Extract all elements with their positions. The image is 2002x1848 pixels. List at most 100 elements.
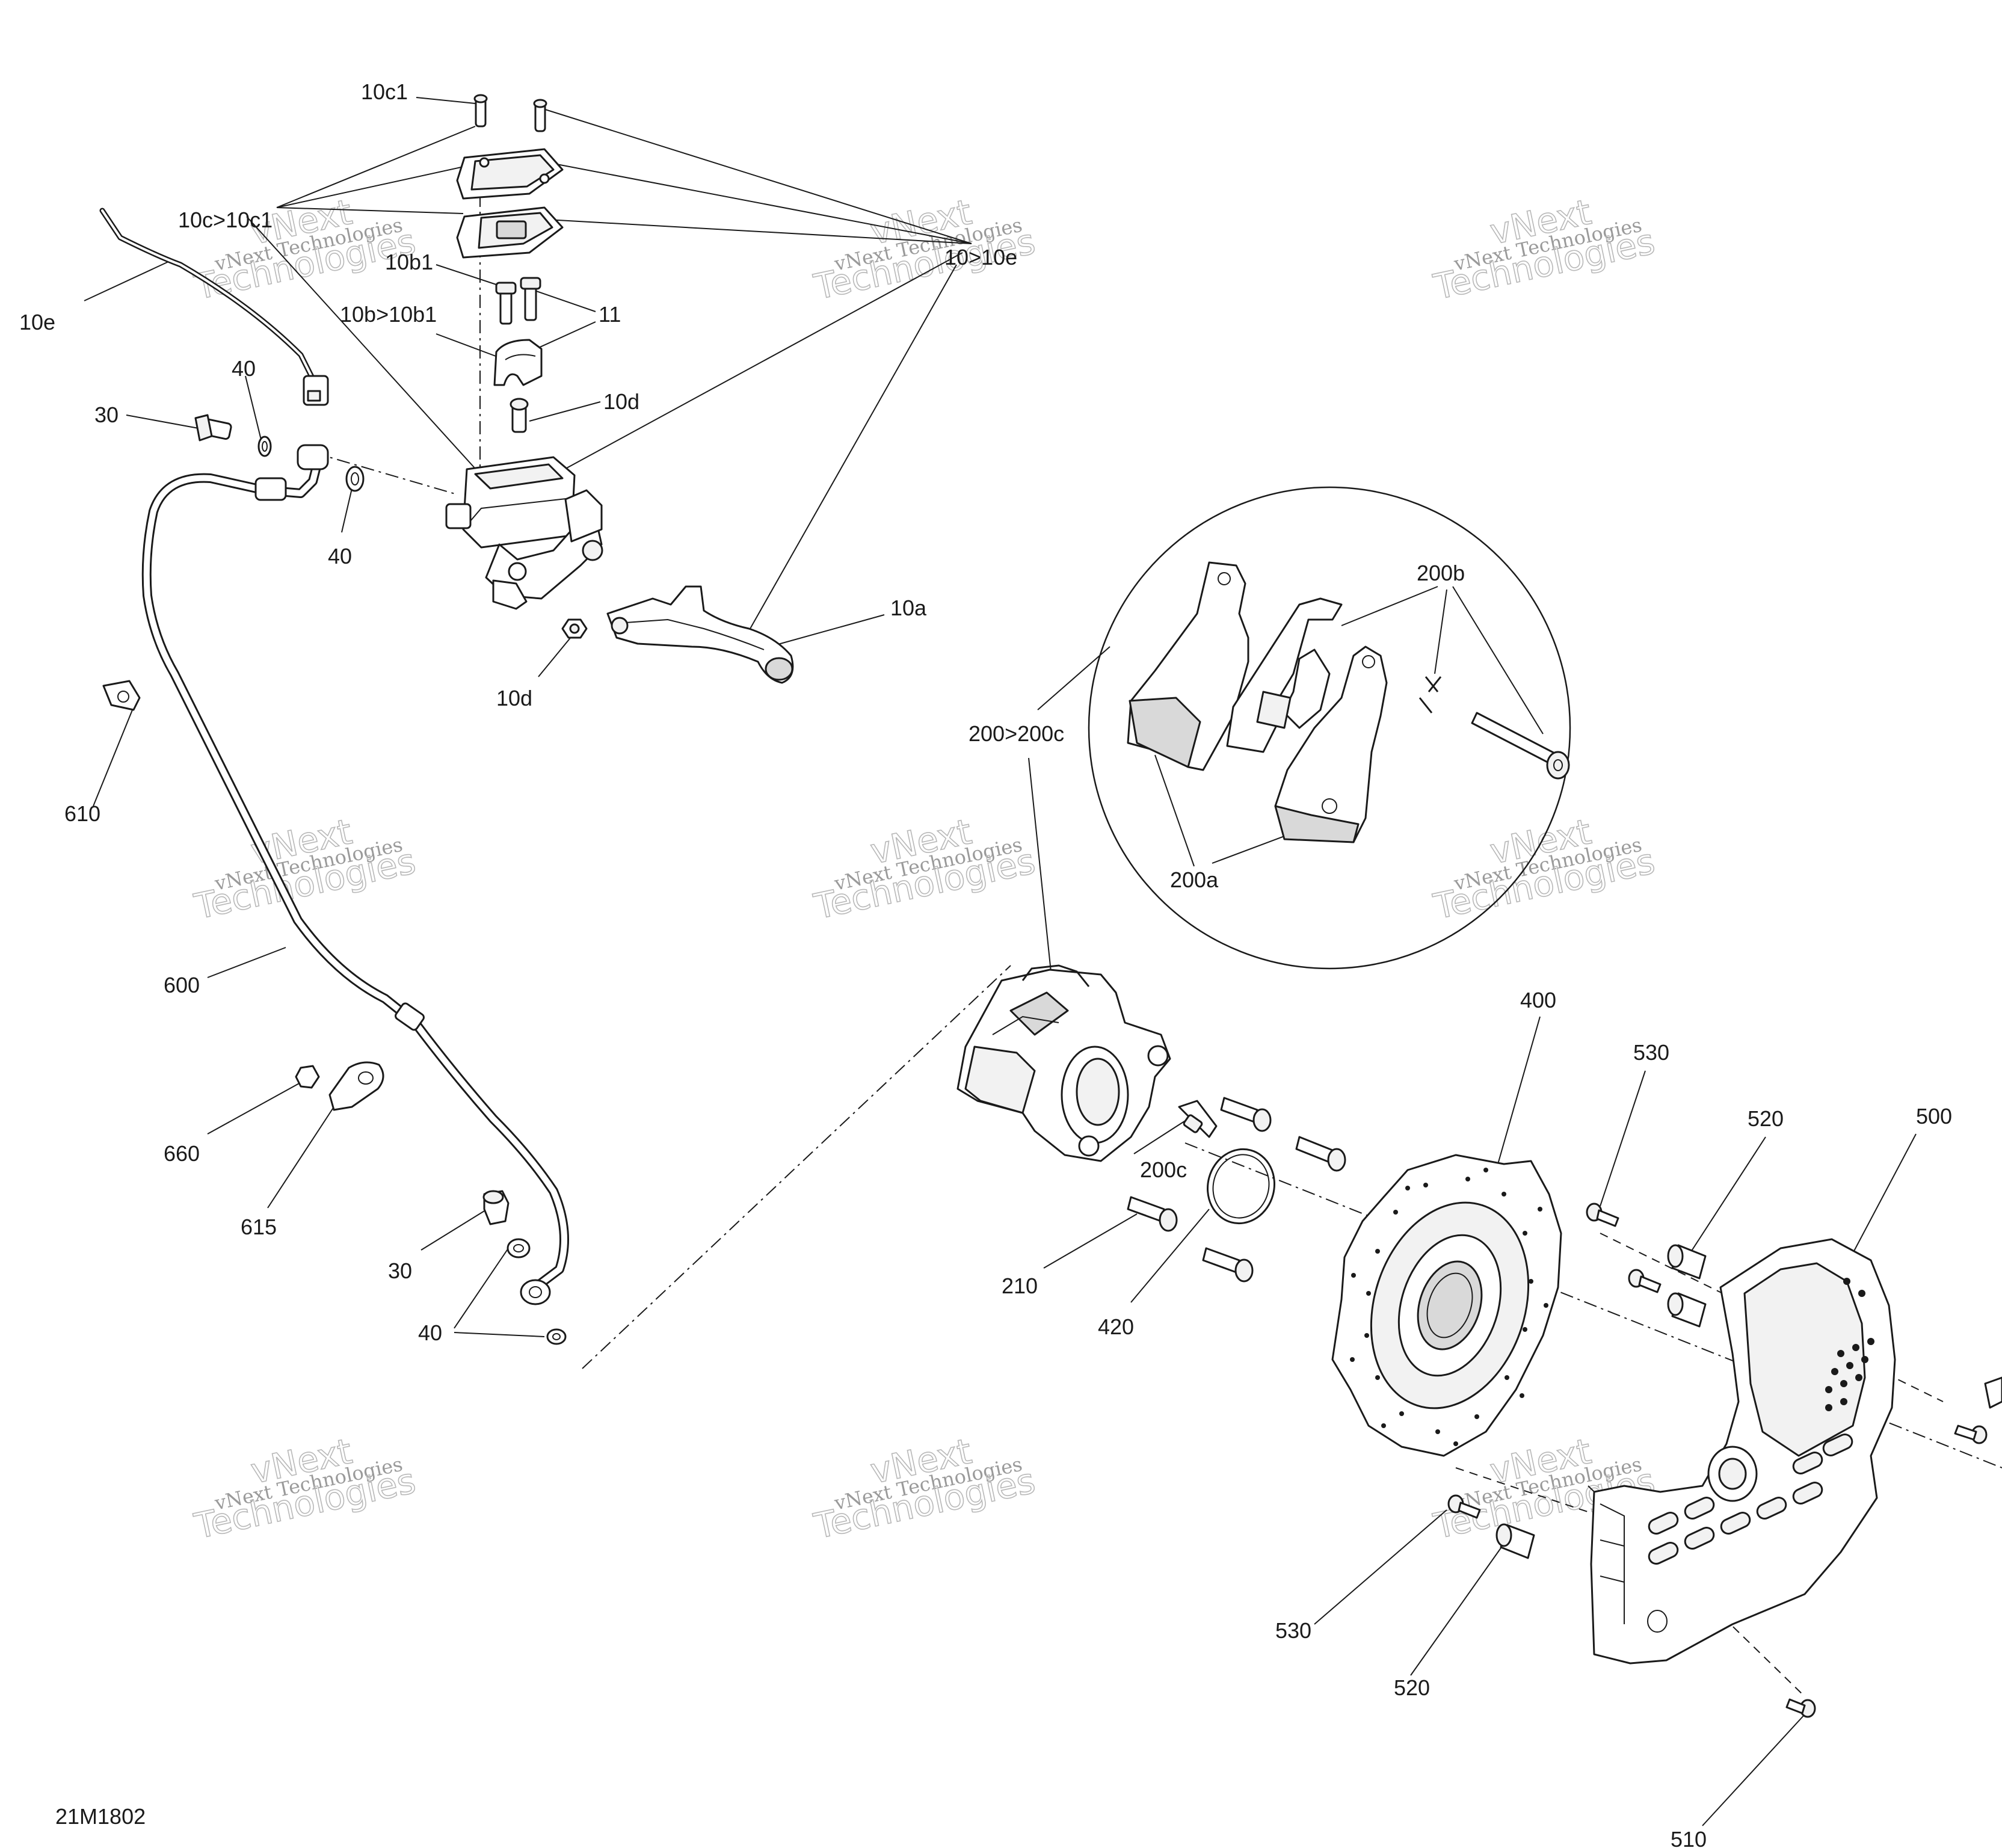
callout-10c1: 10c1 bbox=[361, 79, 408, 104]
pin-clip-200b bbox=[1418, 676, 1442, 713]
callout-10d-top: 10d bbox=[603, 389, 639, 414]
callout-200a: 200a bbox=[1170, 867, 1219, 892]
screw-10c1-a bbox=[473, 94, 488, 128]
leader-420 bbox=[1130, 1209, 1210, 1303]
axis-disc-shield bbox=[1184, 1142, 2002, 1468]
pivot-bolt-10d-top bbox=[510, 398, 529, 433]
callout-10b-10b1: 10b>10b1 bbox=[340, 302, 437, 327]
callout-200b: 200b bbox=[1417, 561, 1465, 585]
leader-200c bbox=[1133, 1118, 1189, 1154]
banjo-bolt-30-bottom bbox=[482, 1190, 510, 1225]
bolt-10b1 bbox=[495, 282, 517, 325]
leader-10a bbox=[775, 614, 885, 645]
leader-210 bbox=[1043, 1213, 1138, 1269]
caliper-bolt-210-a bbox=[1220, 1097, 1272, 1132]
watermark: vNext Technologies vNext Technologies bbox=[810, 191, 1039, 308]
leader-615 bbox=[267, 1106, 334, 1209]
leader-510 bbox=[1702, 1714, 1805, 1826]
callout-10e: 10e bbox=[19, 310, 55, 334]
callout-210: 210 bbox=[1002, 1274, 1038, 1298]
leader-40-top bbox=[245, 375, 262, 443]
screw-10c1-b bbox=[533, 99, 547, 132]
brake-disc-400 bbox=[1331, 1154, 1562, 1457]
callout-10c-10c1: 10c>10c1 bbox=[178, 208, 273, 232]
callout-610: 610 bbox=[64, 801, 100, 826]
disc-holes bbox=[1350, 1168, 1548, 1446]
watermark: vNext Technologies vNext Technologies bbox=[810, 810, 1039, 928]
axis-banjo-top bbox=[312, 452, 458, 495]
leader-660 bbox=[207, 1079, 306, 1135]
reservoir-diaphragm bbox=[456, 206, 564, 259]
washer-40-top bbox=[257, 436, 272, 457]
leader-10c-c bbox=[276, 207, 464, 214]
leader-400 bbox=[1497, 1016, 1541, 1165]
callout-30-bottom: 30 bbox=[388, 1258, 412, 1283]
leader-40-mid bbox=[341, 488, 353, 533]
leader-11-a bbox=[529, 288, 596, 312]
disc-shield-500 bbox=[1590, 1238, 1896, 1665]
leader-200a-a bbox=[1154, 754, 1195, 867]
brake-pad-200a-left-friction bbox=[1129, 697, 1201, 768]
callout-labels: 10c1 10c>10c1 10e 10b1 10b>10b1 11 10>10… bbox=[19, 79, 1952, 1848]
washer-40-bottom-b bbox=[546, 1328, 567, 1345]
hose-clamp-615 bbox=[328, 1061, 384, 1111]
leader-10-e3 bbox=[547, 219, 972, 244]
leader-40-bottom-a bbox=[454, 1248, 509, 1329]
leader-610 bbox=[93, 702, 136, 807]
leader-200-caliper bbox=[1028, 757, 1052, 978]
watermark: vNext Technologies vNext Technologies bbox=[190, 810, 419, 928]
callout-11: 11 bbox=[599, 302, 621, 327]
watermark: vNext Technologies vNext Technologies bbox=[190, 1430, 419, 1547]
leader-200b-a bbox=[1341, 586, 1438, 626]
leader-520-bottom bbox=[1410, 1530, 1514, 1676]
leader-40-bottom-b bbox=[454, 1332, 545, 1337]
bolt-510-bottom bbox=[1785, 1698, 1816, 1718]
leader-10c1 bbox=[416, 97, 476, 104]
caliper-bolt-210-b bbox=[1295, 1136, 1346, 1172]
callout-530-top: 530 bbox=[1633, 1040, 1669, 1065]
shield-slots bbox=[1648, 1434, 1853, 1565]
leader-10-e5 bbox=[739, 264, 957, 647]
pad-pin-200b bbox=[1471, 712, 1570, 780]
leader-10-e1 bbox=[541, 108, 972, 244]
hose-clip-610 bbox=[102, 680, 141, 711]
bolt-11 bbox=[520, 277, 541, 321]
callout-40-top: 40 bbox=[232, 356, 256, 381]
callout-200c: 200c bbox=[1140, 1157, 1187, 1182]
brake-lever-10a bbox=[606, 585, 794, 684]
washer-40-mid bbox=[345, 466, 365, 492]
callout-520-top: 520 bbox=[1748, 1106, 1784, 1131]
leader-10-body bbox=[246, 216, 482, 476]
callout-10d-bottom: 10d bbox=[496, 686, 532, 710]
figure-id: 21M1802 bbox=[55, 1804, 146, 1829]
pad-spring-200b bbox=[1226, 597, 1343, 753]
leader-10c-b bbox=[276, 165, 470, 208]
bushing-520-bottom bbox=[1495, 1523, 1535, 1559]
caliper-bolt-210-d bbox=[1202, 1247, 1254, 1283]
callout-600: 600 bbox=[164, 973, 200, 997]
reservoir-cover bbox=[456, 148, 564, 200]
bushing-520-top-a bbox=[1667, 1244, 1707, 1280]
leader-10b1 bbox=[436, 264, 506, 288]
caliper-bolt-210-c bbox=[1127, 1196, 1178, 1232]
pad-detail-circle bbox=[1088, 486, 1571, 970]
bolt-510-edge bbox=[1984, 1376, 2002, 1409]
watermark: vNext Technologies vNext Technologies bbox=[1429, 810, 1659, 928]
callout-615: 615 bbox=[241, 1215, 277, 1239]
brake-hose-600 bbox=[141, 444, 569, 1305]
callout-400: 400 bbox=[1520, 988, 1556, 1012]
leader-10d-top bbox=[529, 401, 601, 422]
callout-660: 660 bbox=[164, 1141, 200, 1166]
nut-10d-bottom bbox=[561, 618, 588, 639]
callout-520-bottom: 520 bbox=[1394, 1675, 1430, 1700]
callout-500: 500 bbox=[1916, 1104, 1952, 1129]
leader-520-top bbox=[1687, 1136, 1766, 1258]
callout-510: 510 bbox=[1671, 1827, 1707, 1848]
o-ring-420 bbox=[1207, 1148, 1275, 1225]
leader-530-top bbox=[1600, 1070, 1646, 1207]
leader-11-b bbox=[529, 321, 596, 353]
leader-200b-c bbox=[1452, 586, 1544, 735]
leader-30-bottom bbox=[420, 1209, 488, 1251]
bolt-530-bottom bbox=[1447, 1494, 1481, 1519]
